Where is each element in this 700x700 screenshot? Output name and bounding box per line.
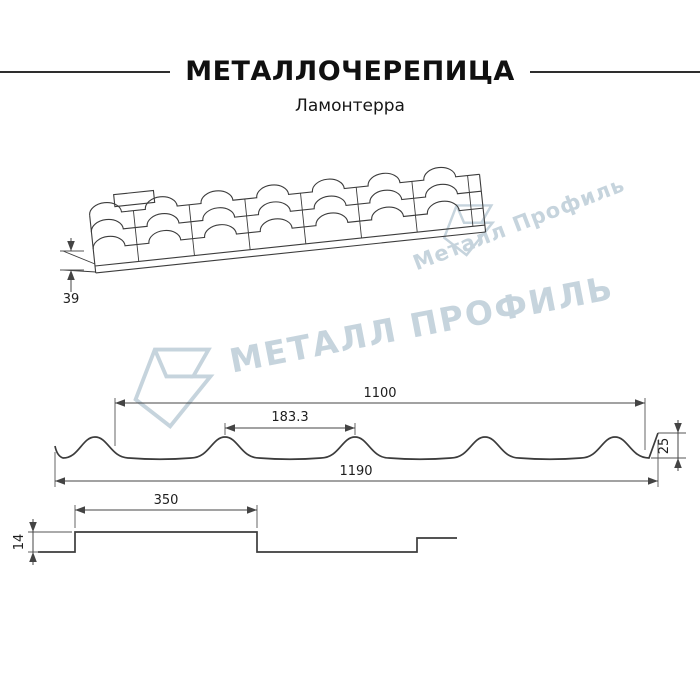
- metall-profil-logo-icon: [133, 347, 215, 429]
- course-wave-top: [89, 166, 480, 216]
- dim-wave-pitch: 183.3: [224, 410, 356, 435]
- dim-1190-label: 1190: [339, 464, 372, 479]
- dim-full-width: 1190: [54, 440, 659, 487]
- dim-350-label: 350: [154, 493, 179, 508]
- dim-profile-height: 25: [651, 420, 686, 471]
- step-profile-view: 350 14: [12, 493, 457, 565]
- header: МЕТАЛЛОЧЕРЕПИЦА Ламонтерра: [0, 56, 700, 116]
- title-rule-right: [529, 70, 700, 73]
- course-wave-bottom: [92, 200, 484, 250]
- ridge-cap-piece: [113, 189, 156, 208]
- dim-eave-step-height: 39: [60, 238, 84, 307]
- course-wave-middle: [90, 183, 482, 233]
- dim-39-label: 39: [63, 292, 80, 307]
- profile-curve: [54, 432, 659, 461]
- title-rule-left: [0, 70, 171, 73]
- sheet-eave-edge: [89, 174, 487, 274]
- page-subtitle: Ламонтерра: [295, 96, 405, 116]
- gable-edge-lines: [62, 250, 97, 273]
- dim-step-height: 14: [12, 519, 72, 565]
- title-row: МЕТАЛЛОЧЕРЕПИЦА: [0, 56, 700, 87]
- cross-section-view: 1100 183.3 25: [54, 386, 686, 487]
- tile-step-lines: [132, 175, 474, 262]
- dim-cover-width: 1100: [114, 386, 646, 450]
- dim-183-label: 183.3: [271, 410, 308, 425]
- perspective-view: 39: [60, 166, 487, 307]
- dim-25-label: 25: [657, 438, 672, 455]
- dim-module-length: 350: [74, 493, 258, 528]
- dim-14-label: 14: [12, 534, 27, 551]
- step-profile-line: [38, 531, 457, 553]
- dim-1100-label: 1100: [363, 386, 396, 401]
- page-title: МЕТАЛЛОЧЕРЕПИЦА: [185, 56, 515, 87]
